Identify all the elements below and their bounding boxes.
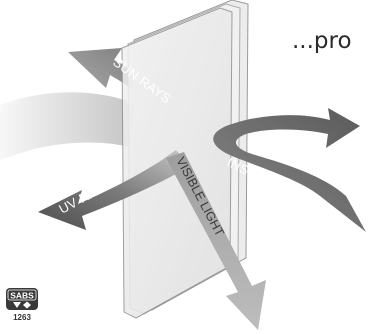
incoming-light-beam: [0, 92, 140, 160]
sabs-logo-text: SABS: [10, 291, 34, 301]
headline-text: ...pro: [292, 28, 352, 54]
sabs-logo: SABS 1263: [6, 288, 38, 322]
sabs-logo-number: 1263: [13, 313, 31, 322]
